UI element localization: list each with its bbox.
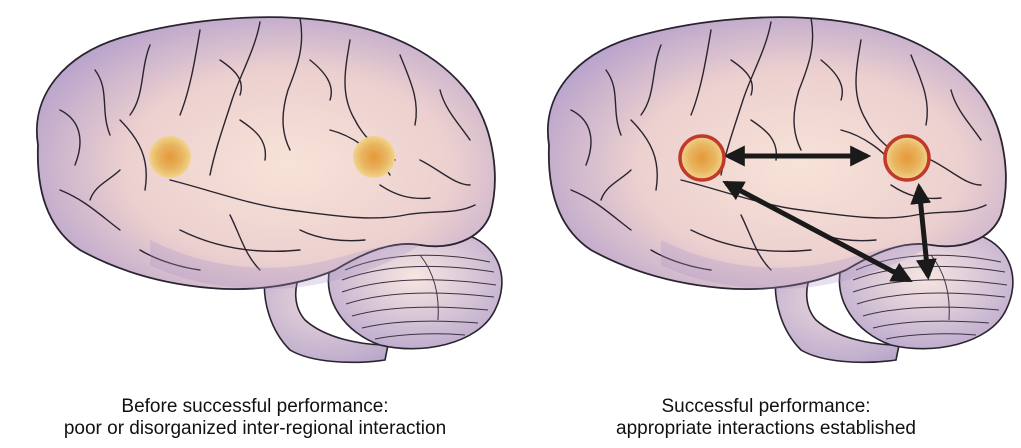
caption-successful-line2: appropriate interactions established <box>511 418 1021 440</box>
posterior-region-spot <box>353 136 395 178</box>
caption-before-line2: poor or disorganized inter-regional inte… <box>0 418 510 440</box>
brain-diagram-before <box>0 0 510 390</box>
caption-before-line1: Before successful performance: <box>0 396 510 418</box>
frontal-region-spot <box>149 136 191 178</box>
brain-diagram-successful <box>511 0 1021 390</box>
frontal-region-spot-highlighted <box>680 136 724 180</box>
posterior-region-spot-highlighted <box>885 136 929 180</box>
panel-before: Before successful performance: poor or d… <box>0 0 510 448</box>
caption-successful: Successful performance: appropriate inte… <box>511 396 1021 440</box>
caption-successful-line1: Successful performance: <box>511 396 1021 418</box>
panel-successful: Successful performance: appropriate inte… <box>511 0 1021 448</box>
caption-before: Before successful performance: poor or d… <box>0 396 510 440</box>
